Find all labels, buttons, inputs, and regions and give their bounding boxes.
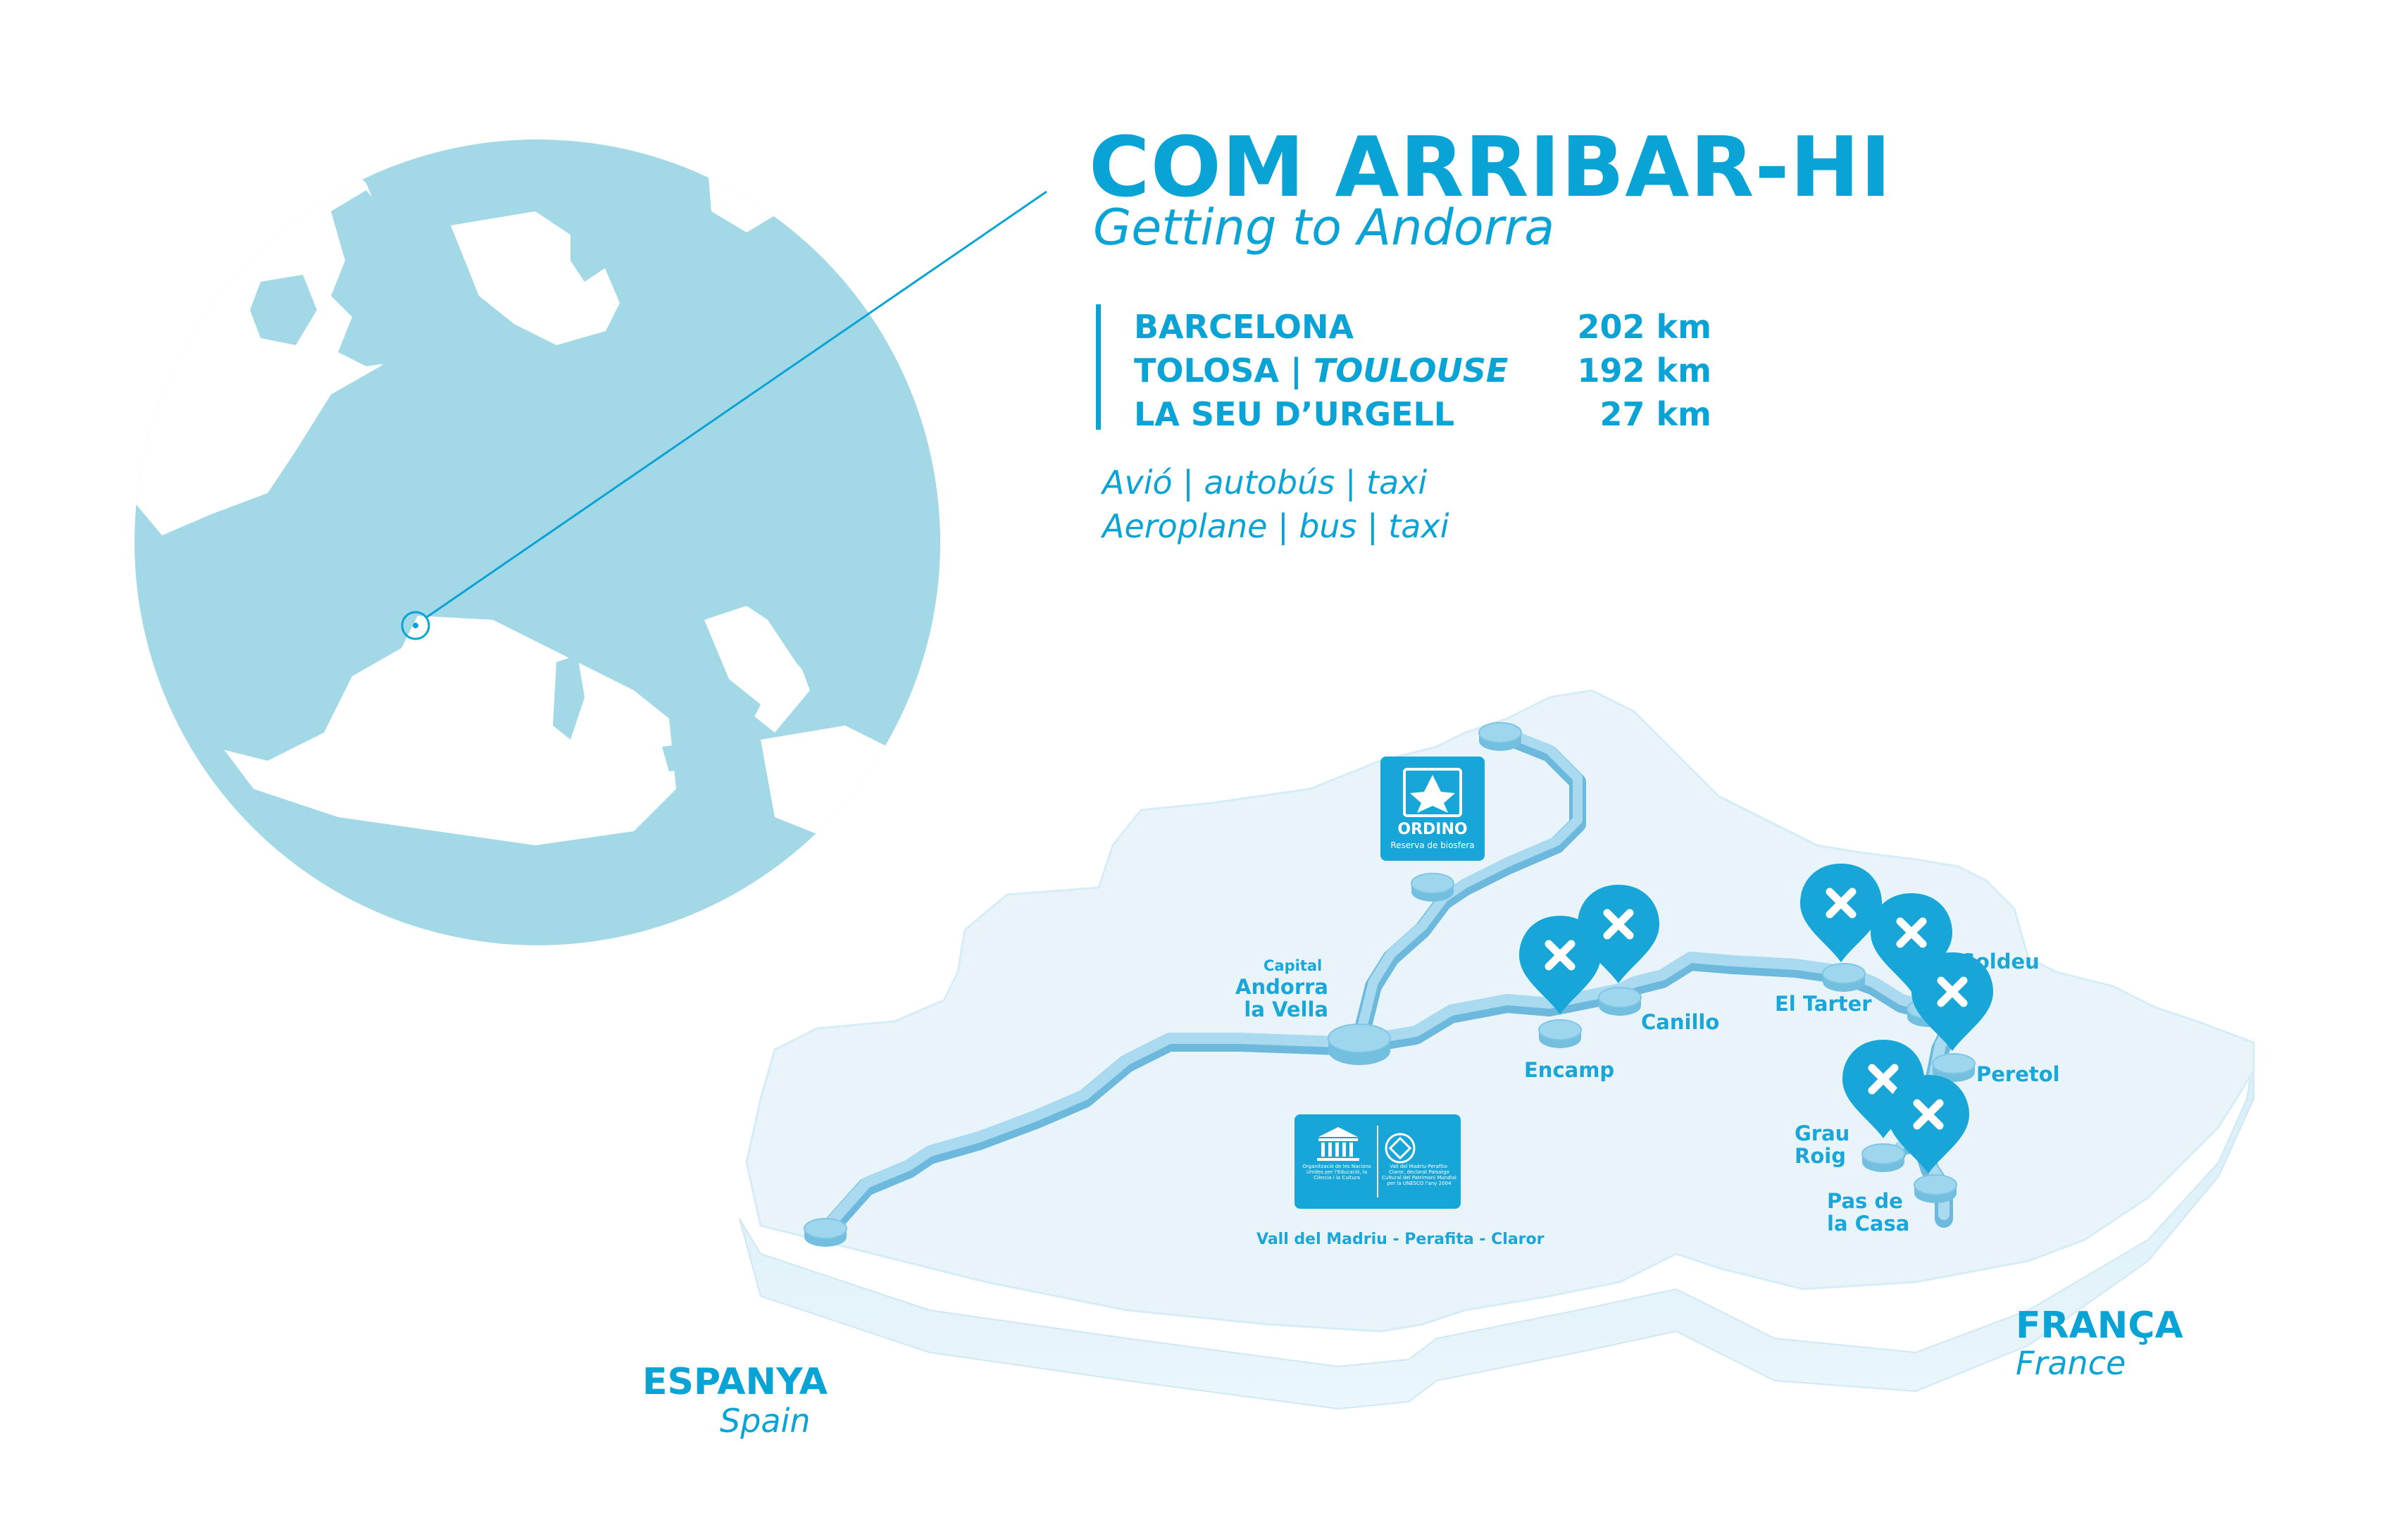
town-label-el-tarter: El Tarter	[1775, 992, 1872, 1016]
unesco-badge: Organització de les Nacions Unides per l…	[1295, 1114, 1461, 1209]
page-subtitle: Getting to Andorra	[1093, 199, 1555, 256]
road-end-node-north	[1478, 722, 1522, 752]
capital-name-line1: Andorra	[1235, 975, 1328, 999]
ordino-logo: ORDINO Reserva de biosfera	[1380, 757, 1485, 861]
town-label-peretol: Peretol	[1976, 1062, 2060, 1086]
distance-row-toulouse: TOLOSA | TOULOUSE 192 km	[1134, 351, 1711, 394]
distance-row-la-seu: LA SEU D’URGELL 27 km	[1134, 395, 1711, 437]
country-label-spain-en: Spain	[720, 1402, 811, 1440]
distance-km: 192 km	[1577, 351, 1711, 390]
canillo-node	[1598, 987, 1642, 1016]
country-label-france: FRANÇA	[2016, 1305, 2183, 1347]
town-label-grau-roig-line2: Roig	[1795, 1144, 1846, 1168]
distance-city: LA SEU D’URGELL	[1134, 395, 1455, 433]
capital-node	[1328, 1024, 1391, 1065]
ordino-node	[1411, 873, 1454, 902]
andorra-locator-dot	[413, 623, 418, 628]
distance-km: 202 km	[1577, 308, 1711, 346]
pas-de-la-casa-node	[1914, 1174, 1957, 1204]
grau-roig-node	[1861, 1143, 1905, 1173]
encamp-node	[1538, 1019, 1582, 1049]
el-tarter-node	[1822, 963, 1866, 993]
ordino-logo-text: ORDINO	[1397, 821, 1467, 838]
distance-city: TOLOSA |	[1134, 351, 1314, 390]
town-label-grau-roig-line1: Grau	[1795, 1121, 1850, 1145]
distance-km: 27 km	[1599, 395, 1711, 433]
ordino-logo-subtext: Reserva de biosfera	[1390, 840, 1474, 850]
town-label-canillo: Canillo	[1641, 1010, 1720, 1034]
distance-row-barcelona: BARCELONA 202 km	[1134, 308, 1711, 350]
distance-city-italic: TOULOUSE	[1313, 351, 1509, 390]
andorra-locator-ring	[401, 611, 430, 640]
capital-name-line2: la Vella	[1244, 997, 1328, 1021]
distance-city: BARCELONA	[1134, 308, 1354, 346]
capital-tag: Capital	[1264, 957, 1323, 974]
page-title: COM ARRIBAR-HI	[1089, 118, 1892, 216]
locator-leader-line	[426, 190, 1047, 618]
world-heritage-icon	[1385, 1133, 1416, 1164]
unesco-temple-icon	[1318, 1127, 1358, 1137]
transport-modes-en: Aeroplane | bus | taxi	[1102, 507, 1449, 545]
town-label-encamp: Encamp	[1524, 1058, 1615, 1082]
town-label-soldeu: Soldeu	[1961, 950, 2040, 973]
ordino-flower-icon	[1410, 775, 1455, 813]
town-label-pas-de-la-casa-line1: Pas de	[1827, 1189, 1903, 1213]
distance-list-bar	[1096, 304, 1101, 430]
road-end-node-spain	[804, 1218, 847, 1248]
country-label-spain: ESPANYA	[642, 1361, 828, 1403]
country-label-france-en: France	[2016, 1344, 2126, 1382]
transport-modes-ca: Avió | autobús | taxi	[1102, 464, 1428, 502]
unesco-caption: Vall del Madriu - Perafita - Claror	[1256, 1231, 1545, 1248]
unesco-text-left: Organització de les Nacions Unides per l…	[1302, 1164, 1371, 1181]
europe-land-shapes	[155, 139, 916, 771]
town-label-pas-de-la-casa-line2: la Casa	[1827, 1212, 1910, 1236]
unesco-text-right: Vall del Madriu-Perafita-Claror, declara…	[1382, 1164, 1456, 1186]
